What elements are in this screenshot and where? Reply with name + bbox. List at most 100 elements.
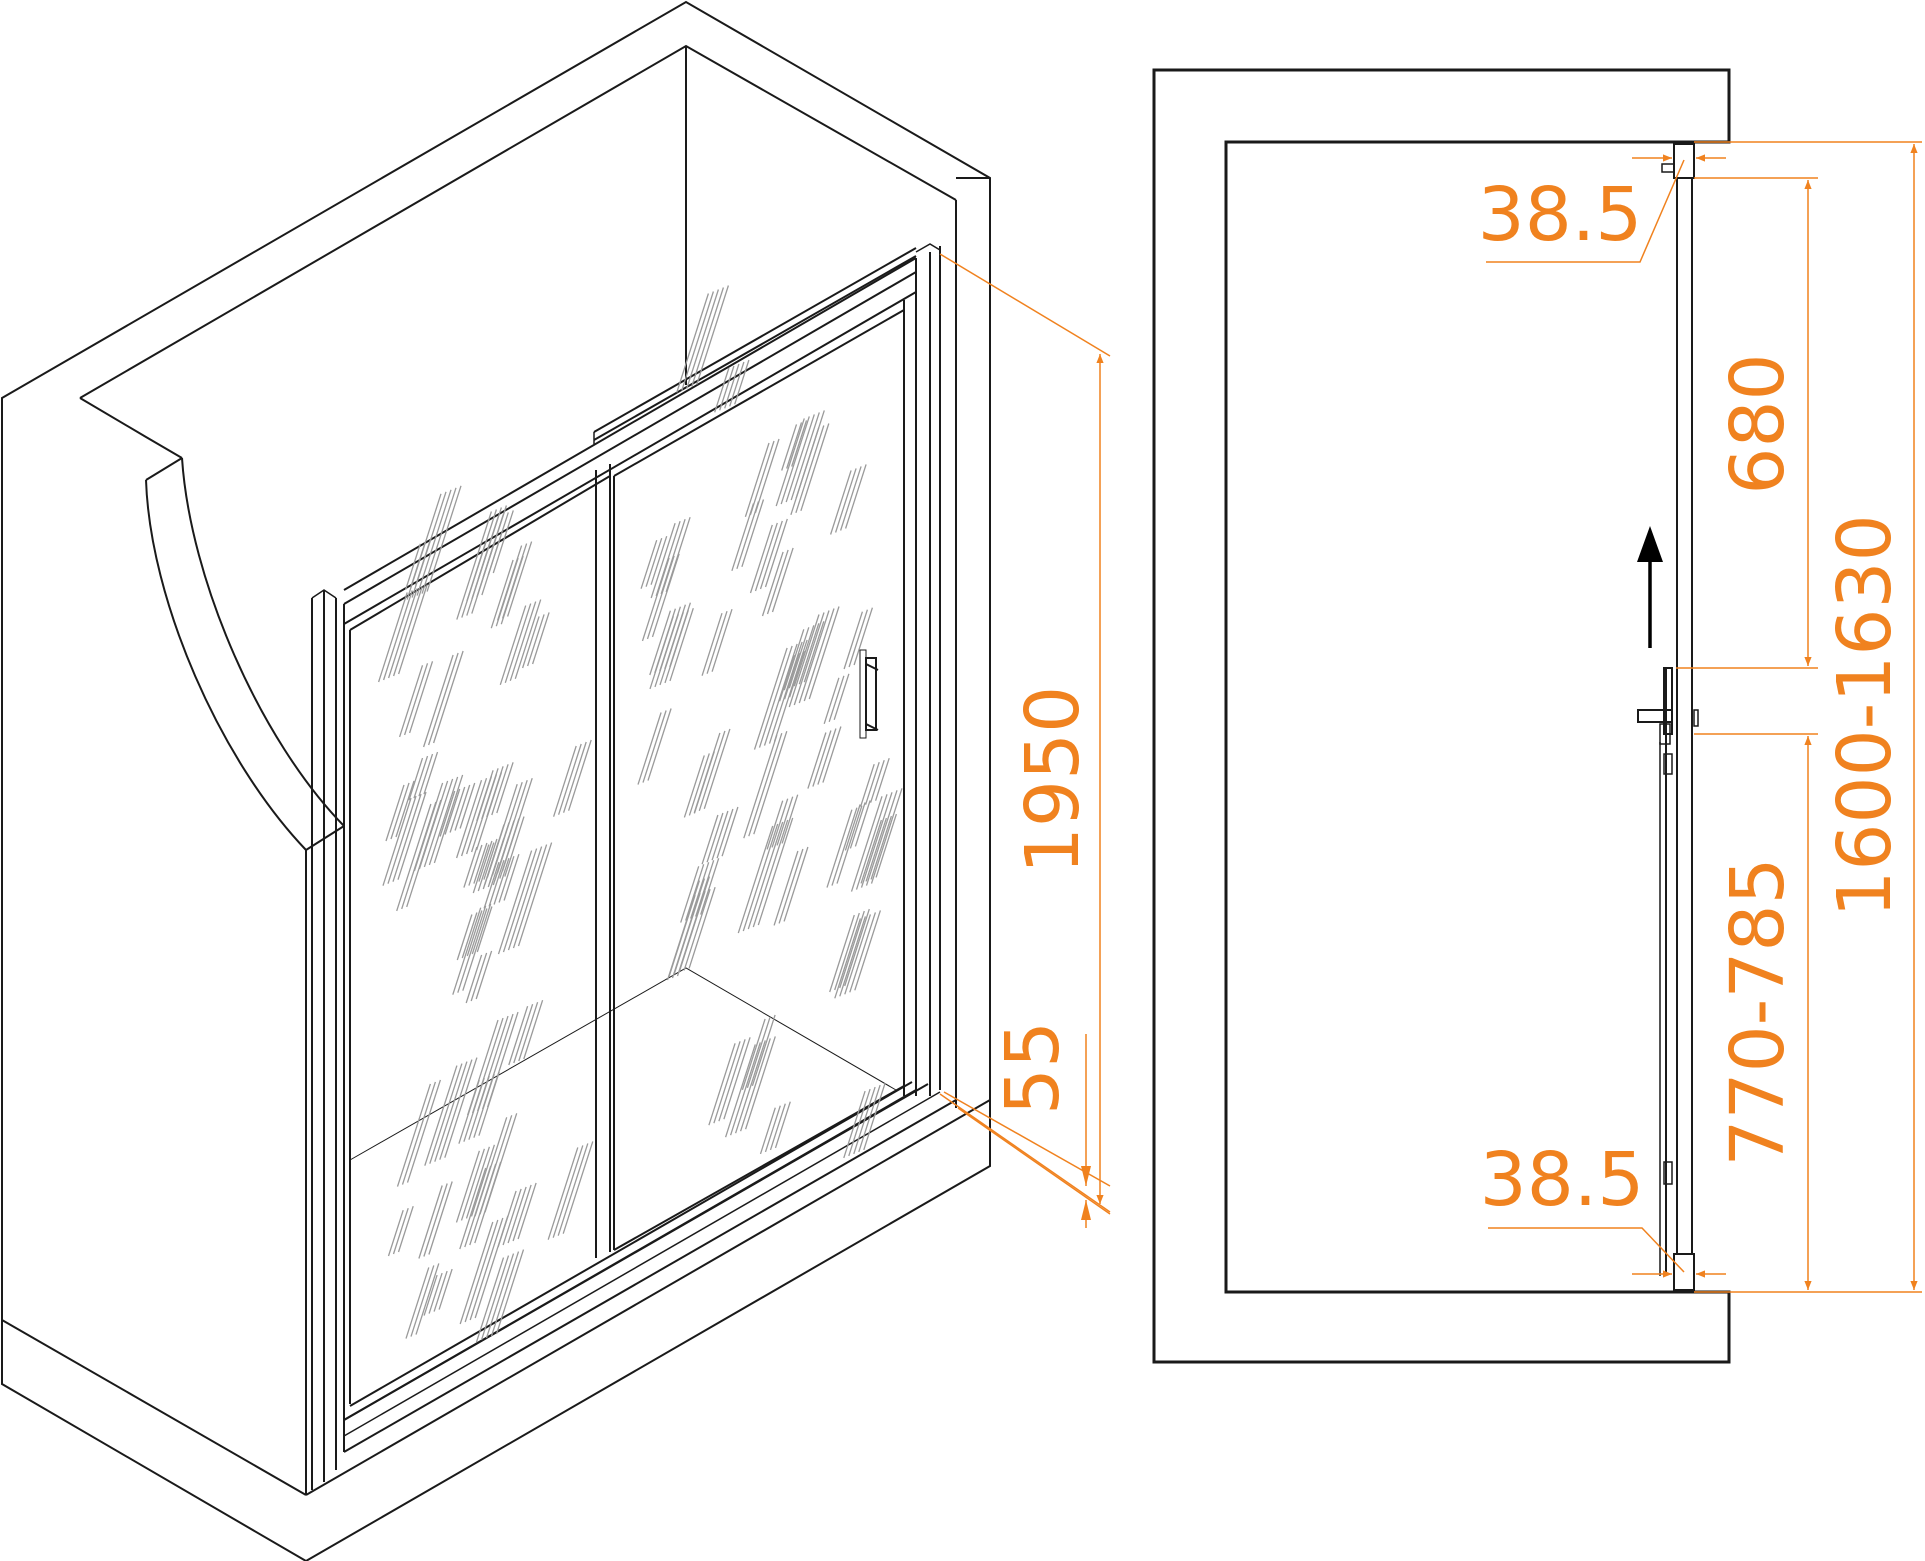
glass-streak: [844, 464, 867, 529]
glass-streak: [465, 776, 493, 855]
glass-streak: [711, 609, 733, 672]
glass-streak: [680, 866, 700, 923]
glass-streak: [456, 511, 493, 620]
glass-streak: [844, 914, 872, 995]
glass-streak: [795, 410, 825, 499]
glass-streak: [465, 1146, 491, 1219]
glass-streak: [834, 918, 862, 999]
glass-streak: [773, 639, 808, 742]
glass-streak: [696, 285, 730, 385]
glass-streak: [718, 1039, 746, 1122]
glass-streak: [817, 728, 837, 785]
glass-streak: [683, 755, 705, 818]
glass-streak: [398, 665, 424, 738]
glass-streak: [418, 1185, 443, 1259]
glass-streak: [456, 914, 473, 961]
glass-streak: [865, 790, 898, 886]
glass-streak: [724, 363, 740, 409]
glass-streak: [490, 1251, 520, 1337]
glass-streak: [698, 730, 726, 811]
glass-streak: [423, 1183, 448, 1257]
glass-streak: [498, 856, 515, 903]
glass-streak: [719, 365, 735, 411]
glass-streak: [747, 821, 784, 930]
glass-streak: [433, 1270, 448, 1312]
glass-streak: [812, 730, 832, 787]
glass-streak: [737, 825, 774, 934]
glass-streak: [504, 603, 532, 683]
glass-streak: [764, 1105, 781, 1153]
glass-streak: [517, 1182, 537, 1240]
glass-streak: [413, 782, 444, 872]
glass-streak: [803, 608, 835, 702]
glass-streak: [848, 609, 869, 668]
glass-streak: [459, 1167, 487, 1250]
glass-streak: [773, 850, 799, 926]
glass-streak: [741, 499, 765, 567]
glass-streak: [377, 592, 408, 683]
glass-streak: [521, 616, 540, 669]
glass-streak: [791, 420, 808, 467]
glass-streak: [834, 468, 857, 533]
glass-streak: [870, 815, 893, 880]
glass-streak: [499, 605, 527, 685]
glass-streak: [466, 1019, 499, 1116]
bottom-gap-dimension: 38.5: [1480, 1137, 1726, 1278]
glass-streak: [844, 804, 861, 851]
glass-streak: [531, 612, 550, 665]
fixed-glass-panel: [349, 464, 611, 1404]
glass-streak: [734, 359, 750, 405]
glass-streak: [444, 788, 461, 835]
glass-streak: [408, 661, 434, 734]
glass-streak: [444, 1057, 478, 1158]
glass-streak: [659, 606, 682, 672]
glass-streak: [497, 850, 533, 955]
glass-streak: [700, 858, 720, 915]
glass-streak: [654, 608, 677, 674]
glass-streak: [463, 846, 478, 888]
glass-streak: [449, 786, 466, 833]
glass-streak: [459, 1221, 494, 1325]
glass-streak: [408, 757, 424, 801]
glass-streak: [826, 809, 853, 888]
glass-streak: [739, 1038, 771, 1132]
glass-streak: [859, 764, 875, 807]
glass-streak: [839, 466, 862, 531]
glass-streak: [415, 539, 431, 586]
glass-streak: [403, 663, 429, 736]
glass-streak: [486, 1011, 519, 1108]
glass-streak: [865, 817, 888, 882]
glass-streak: [473, 842, 488, 884]
glass-streak: [668, 895, 696, 977]
glass-streak: [490, 559, 514, 629]
glass-streak: [432, 650, 464, 744]
glass-streak: [864, 762, 880, 805]
glass-streak: [640, 540, 658, 589]
glass-streak: [518, 1002, 539, 1062]
glass-streak: [434, 1061, 468, 1162]
glass-streak: [753, 647, 788, 750]
glass-streak: [423, 778, 454, 868]
glass-streak: [781, 424, 798, 471]
fixed-panel-label: 680: [1715, 353, 1801, 494]
glass-streak: [452, 907, 482, 995]
glass-streak: [781, 794, 799, 844]
glass-streak: [382, 797, 412, 886]
glass-streak: [860, 819, 883, 884]
plan-view: 680 770-785 1600-1630 38.5 38.5: [1152, 68, 1922, 1364]
glass-streak: [775, 418, 805, 507]
glass-streak: [673, 893, 701, 975]
shower-tray: [343, 967, 957, 1453]
glass-streak: [744, 442, 770, 517]
glass-streak: [478, 840, 493, 882]
glass-streak: [795, 425, 825, 513]
glass-streak: [651, 553, 680, 638]
glass-streak: [665, 517, 691, 593]
glass-streak: [844, 908, 870, 987]
glass-streak: [742, 823, 779, 932]
glass-streak: [397, 791, 427, 880]
glass-streak: [476, 906, 493, 953]
glass-streak: [758, 645, 793, 748]
glass-streak: [455, 1150, 481, 1223]
glass-streak: [481, 535, 502, 596]
